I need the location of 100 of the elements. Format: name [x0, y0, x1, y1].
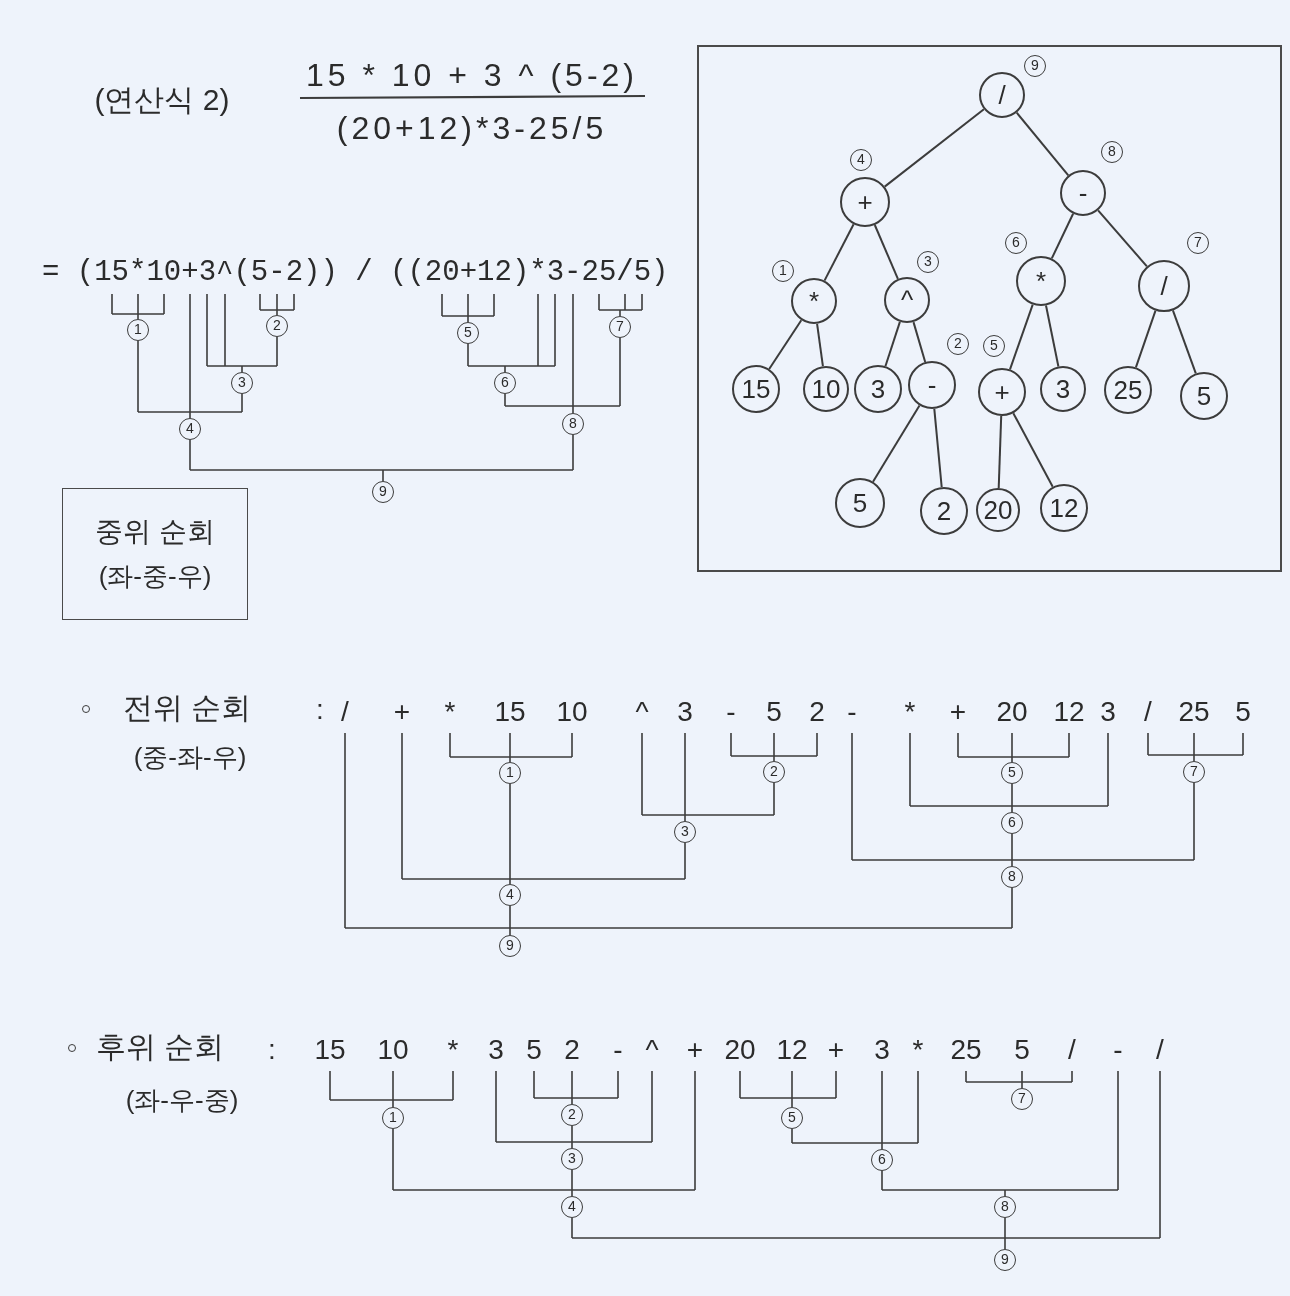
step-number: 3	[231, 372, 253, 394]
step-number: 3	[917, 251, 939, 273]
tree-node-circle	[1060, 170, 1106, 216]
tree-node-circle	[854, 365, 902, 413]
traversal-token: /	[1144, 698, 1152, 726]
step-number: 7	[1183, 761, 1205, 783]
tree-branch-line	[768, 319, 803, 370]
node-label: +	[994, 379, 1010, 405]
tree-branch-line	[1015, 111, 1070, 177]
tree-node-circle	[803, 366, 849, 412]
tree-branch-line	[1012, 412, 1054, 488]
tree-branch-line	[1171, 309, 1197, 375]
traversal-heading: 전위 순회	[122, 693, 252, 723]
step-number: 2	[266, 315, 288, 337]
step-number: 8	[1001, 866, 1023, 888]
traversal-token: *	[447, 1036, 459, 1064]
node-label: /	[1160, 273, 1168, 299]
node-label: 20	[983, 497, 1013, 523]
tree-node-circle	[1180, 372, 1228, 420]
step-number: 6	[1001, 812, 1023, 834]
traversal-token: 3	[677, 698, 693, 726]
node-label: -	[1078, 180, 1088, 206]
traversal-token: 5	[1014, 1036, 1030, 1064]
tree-node-circle	[908, 361, 956, 409]
tree-node-circle	[1016, 256, 1066, 306]
step-number: 4	[499, 884, 521, 906]
node-label: 3	[1055, 376, 1071, 402]
step-number: 5	[983, 335, 1005, 357]
step-number: 5	[781, 1107, 803, 1129]
tree-branch-line	[1097, 209, 1148, 268]
traversal-token: -	[1113, 1036, 1123, 1064]
traversal-token: +	[393, 698, 411, 726]
node-label: 12	[1049, 495, 1079, 521]
step-number: 1	[772, 260, 794, 282]
tree-branch-line	[884, 320, 901, 368]
traversal-token: ^	[635, 698, 649, 726]
traversal-token: 10	[377, 1036, 409, 1064]
traversal-token: 3	[874, 1036, 890, 1064]
tree-node-circle	[835, 478, 885, 528]
step-number: 1	[499, 762, 521, 784]
tree-node-circle	[976, 488, 1020, 532]
traversal-token: 15	[494, 698, 526, 726]
node-label: 2	[936, 498, 952, 524]
step-number: 6	[1005, 232, 1027, 254]
node-label: 15	[741, 376, 771, 402]
traversal-token: /	[1156, 1036, 1164, 1064]
traversal-token: -	[726, 698, 736, 726]
step-number: 8	[1101, 141, 1123, 163]
tree-node-circle	[732, 365, 780, 413]
node-label: +	[857, 189, 873, 215]
traversal-token: /	[1068, 1036, 1076, 1064]
tree-node-circle	[1104, 366, 1152, 414]
traversal-token: 3	[488, 1036, 504, 1064]
traversal-token: +	[827, 1036, 845, 1064]
traversal-token: 5	[766, 698, 782, 726]
tree-branch-line	[1009, 303, 1034, 371]
traversal-token: -	[613, 1036, 623, 1064]
node-label: 25	[1113, 377, 1143, 403]
traversal-token: /	[341, 698, 349, 726]
node-label: *	[1035, 268, 1047, 294]
tree-node-circle	[978, 368, 1026, 416]
note-box	[62, 488, 248, 620]
note-text: (좌-중-우)	[98, 562, 212, 591]
traversal-token: 3	[1100, 698, 1116, 726]
node-label: 3	[870, 376, 886, 402]
tree-node-circle	[979, 72, 1025, 118]
tree-node-circle	[884, 277, 930, 323]
step-number: 3	[561, 1148, 583, 1170]
step-number: 7	[1011, 1088, 1033, 1110]
traversal-order: (좌-우-중)	[125, 1087, 239, 1113]
step-number: 8	[994, 1196, 1016, 1218]
traversal-token: 20	[724, 1036, 756, 1064]
tree-frame	[697, 45, 1282, 572]
traversal-token: 2	[564, 1036, 580, 1064]
traversal-token: *	[912, 1036, 924, 1064]
expression-title: (연산식 2)	[94, 85, 230, 115]
node-label: *	[808, 288, 820, 314]
traversal-token: +	[949, 698, 967, 726]
traversal-token: *	[444, 698, 456, 726]
tree-branch-line	[1045, 304, 1060, 368]
step-number: 4	[850, 149, 872, 171]
colon-text: :	[268, 1036, 276, 1064]
colon-text: :	[316, 696, 324, 724]
tree-branch-line	[912, 321, 927, 363]
step-number: 9	[499, 935, 521, 957]
tree-branch-line	[883, 108, 985, 188]
tree-branch-line	[1134, 309, 1157, 369]
tree-node-circle	[840, 177, 890, 227]
step-number: 4	[561, 1196, 583, 1218]
traversal-heading: 후위 순회	[95, 1032, 225, 1062]
step-number: 7	[1187, 232, 1209, 254]
step-number: 9	[372, 481, 394, 503]
formula-text: 15 * 10 + 3 ^ (5-2)	[306, 59, 638, 91]
step-number: 2	[947, 333, 969, 355]
traversal-token: 2	[809, 698, 825, 726]
node-label: /	[998, 82, 1006, 108]
traversal-token: +	[686, 1036, 704, 1064]
formula-text: = (15*10+3^(5-2)) / ((20+12)*3-25/5)	[42, 257, 669, 287]
traversal-order: (중-좌-우)	[133, 744, 247, 770]
step-number: 2	[763, 761, 785, 783]
